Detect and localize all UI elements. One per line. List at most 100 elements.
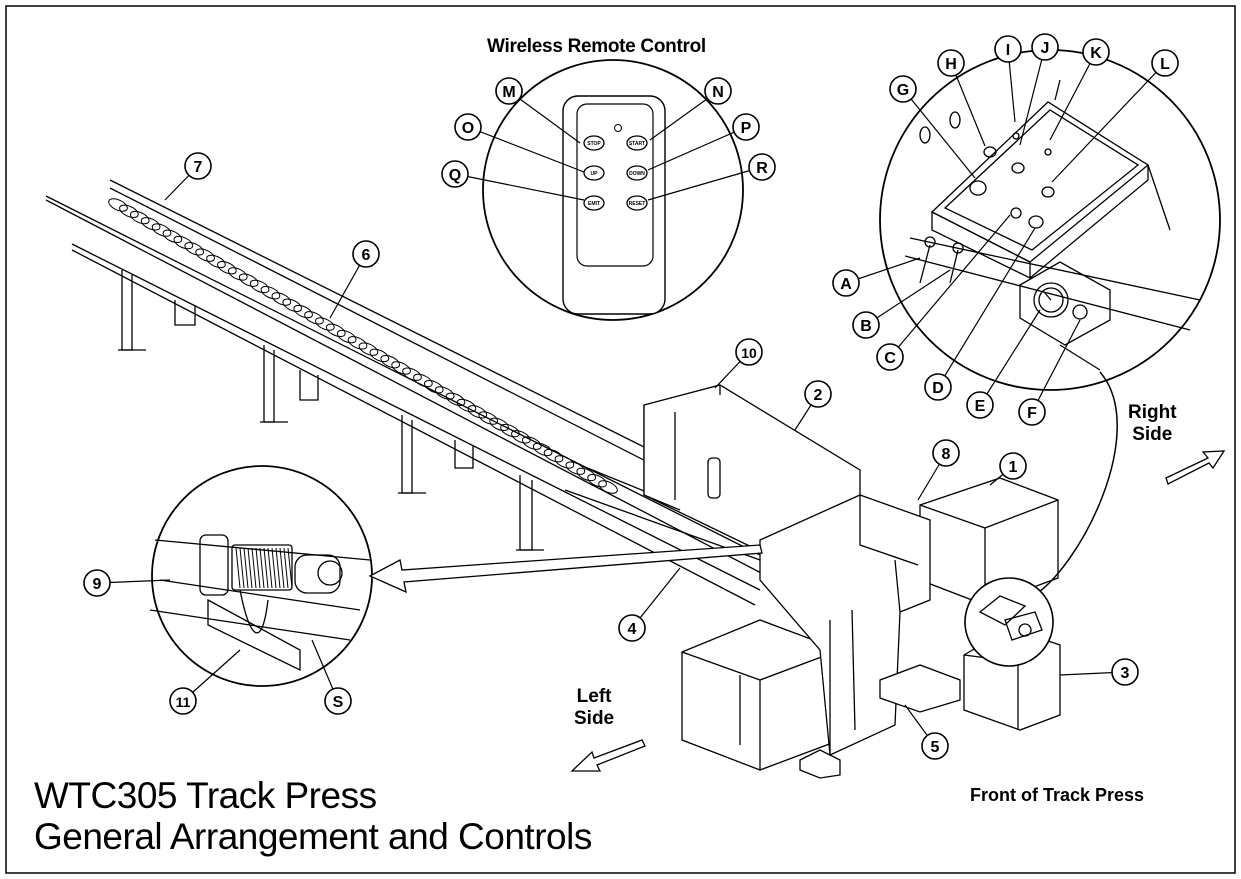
conveyor-roller [434,386,455,400]
conveyor-roller [598,480,618,494]
callout-n8: 8 [932,439,960,467]
cable-wrap [263,547,269,589]
leader-P [647,126,747,171]
callout-label: 5 [931,739,940,756]
left-side-arrow [570,739,646,772]
cable-wrap [287,547,293,589]
callout-label: 9 [93,576,102,593]
conveyor-roller [445,392,466,406]
callout-N: N [704,77,732,105]
callout-H: H [937,49,965,77]
cable-wrap [275,547,281,589]
remote-face [576,103,654,267]
conveyor-roller [511,430,531,444]
cable-wrap [247,547,253,589]
conveyor-roller [565,461,586,475]
right-side-label-line1: Right [1128,402,1177,423]
leader-B [865,269,951,326]
winch-detail [149,465,373,687]
remote-button-emit: EMIT [583,195,605,211]
callout-label: I [1006,42,1010,59]
conveyor-roller [206,254,226,269]
conveyor-roller [227,267,248,281]
remote-detail [482,59,744,321]
leader-L [1051,62,1166,183]
leader-H [950,62,986,147]
callout-E: E [966,391,994,419]
conveyor-roller [162,229,183,244]
conveyor-roller [467,405,488,419]
callout-label: D [932,380,944,397]
callout-label: H [945,56,957,73]
conveyor-roller [391,361,411,375]
callout-label: Q [449,167,461,184]
conveyor-roller [195,248,215,262]
callout-P: P [732,113,760,141]
callout-C: C [876,343,904,371]
callout-n4: 4 [618,614,646,642]
cable-wrap [243,547,249,589]
callout-n3: 3 [1111,658,1139,686]
callout-label: 1 [1009,459,1018,476]
leader-O [467,126,585,173]
leader-G [902,88,976,179]
conveyor-roller [260,286,281,300]
remote-button-reset: RESET [626,195,648,211]
cable-wrap [267,547,273,589]
callout-n2: 2 [804,380,832,408]
right-side-arrow [1165,450,1226,485]
conveyor-roller [304,311,324,325]
callout-S: S [324,687,352,715]
callout-label: L [1160,56,1170,73]
leader-R [647,166,763,201]
remote-body [562,95,666,315]
conveyor-roller [358,342,379,356]
callout-label: R [756,160,768,177]
callout-label: K [1090,45,1102,62]
callout-A: A [832,269,860,297]
callout-G: G [889,75,917,103]
callout-label: 4 [628,621,637,638]
callout-K: K [1082,38,1110,66]
drawing-subtitle: General Arrangement and Controls [34,816,592,857]
callout-label: N [712,84,724,101]
callout-R: R [748,153,776,181]
leader-N [649,90,719,141]
remote-button-up: UP [583,165,605,181]
cable-wrap [279,547,285,589]
remote-button-stop: STOP [583,135,605,151]
callout-label: 8 [942,446,951,463]
callout-label: P [741,120,752,137]
cable-wrap [251,547,257,589]
callout-label: C [884,350,896,367]
pointer-arrow [368,544,763,594]
remote-button-label: STOP [587,141,601,147]
remote-button-label: DOWN [629,171,645,177]
remote-button-label: RESET [629,201,646,207]
conveyor-roller [456,398,477,413]
conveyor-roller [576,467,597,482]
conveyor-roller [151,223,172,237]
conveyor-roller [587,474,607,488]
callout-label: 7 [194,159,203,176]
leader-E [979,309,1041,406]
callout-n6: 6 [352,240,380,268]
conveyor-roller [369,348,390,363]
callout-label: E [975,398,986,415]
remote-button-label: START [629,141,645,147]
led-indicator [614,124,622,132]
cable-wrap [283,547,289,589]
callout-label: O [462,120,474,137]
remote-title: Wireless Remote Control [487,36,706,57]
right-side-label-line2: Side [1132,424,1173,445]
direction-arrows [570,450,1226,772]
callout-label: 6 [362,247,371,264]
callout-label: J [1041,40,1050,57]
leader-C [889,214,1011,358]
conveyor-roller [129,210,150,225]
detail-connector [1029,371,1118,599]
cable-wrap [259,547,265,589]
winch-cable-drum [235,547,293,589]
callout-label: F [1027,405,1037,422]
callout-label: 11 [176,694,191,710]
